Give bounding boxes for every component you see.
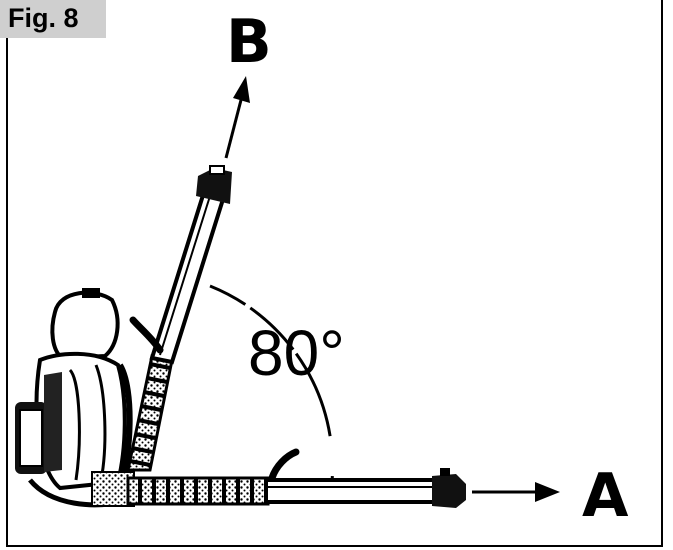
backpack-blower [15, 288, 135, 508]
direction-b-label: B [226, 7, 272, 77]
arrow-a [472, 482, 560, 502]
figure-frame [6, 0, 663, 547]
blower-tube-horizontal [126, 448, 466, 508]
figure-label: Fig. 8 [0, 0, 106, 38]
arrow-b [224, 76, 250, 159]
angle-arc [209, 284, 335, 483]
blower-tube-upright [126, 165, 232, 472]
angle-label: 80° [248, 317, 345, 389]
direction-a-label: A [582, 461, 629, 531]
